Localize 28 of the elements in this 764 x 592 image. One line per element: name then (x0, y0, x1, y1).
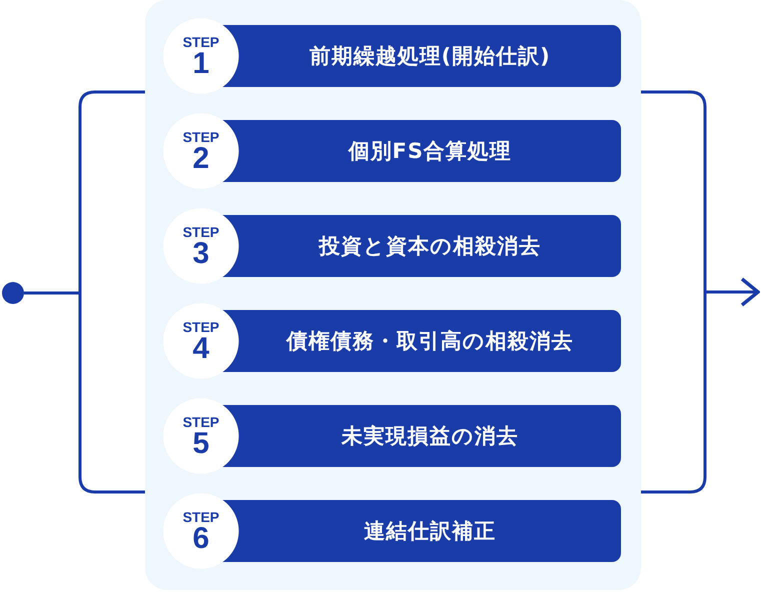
step-title: 連結仕訳補正 (364, 518, 496, 545)
step-label: STEP (182, 414, 220, 430)
step-number: 5 (192, 430, 210, 458)
step-bar (239, 25, 621, 87)
step-label: STEP (182, 34, 220, 50)
step-label: STEP (182, 130, 220, 144)
step-bar (239, 215, 621, 277)
arrow (640, 90, 760, 494)
step-title: 投資と資本の相殺消去 (319, 233, 541, 260)
step-label: STEP (182, 320, 220, 334)
step-number: 1 (192, 50, 210, 78)
step-title: 債権債務・取引高の相殺消去 (286, 328, 574, 355)
step-bar (239, 405, 621, 467)
step-bar (239, 310, 621, 372)
step-bar (239, 120, 621, 182)
step-number: 3 (192, 240, 210, 268)
step-title: 個別FS合算処理 (348, 138, 512, 165)
steps-panel (145, 0, 641, 590)
connector-line (22, 90, 146, 494)
step-title: 前期繰越処理(開始仕訳) (309, 43, 551, 70)
step-label: STEP (182, 510, 220, 524)
step-label: STEP (182, 224, 220, 240)
step-title: 未実現損益の消去 (342, 423, 518, 450)
step-number: 6 (192, 524, 210, 552)
step-number: 2 (192, 144, 210, 172)
step-number: 4 (192, 334, 210, 362)
step-bar (239, 500, 621, 562)
start-dot (2, 282, 24, 304)
